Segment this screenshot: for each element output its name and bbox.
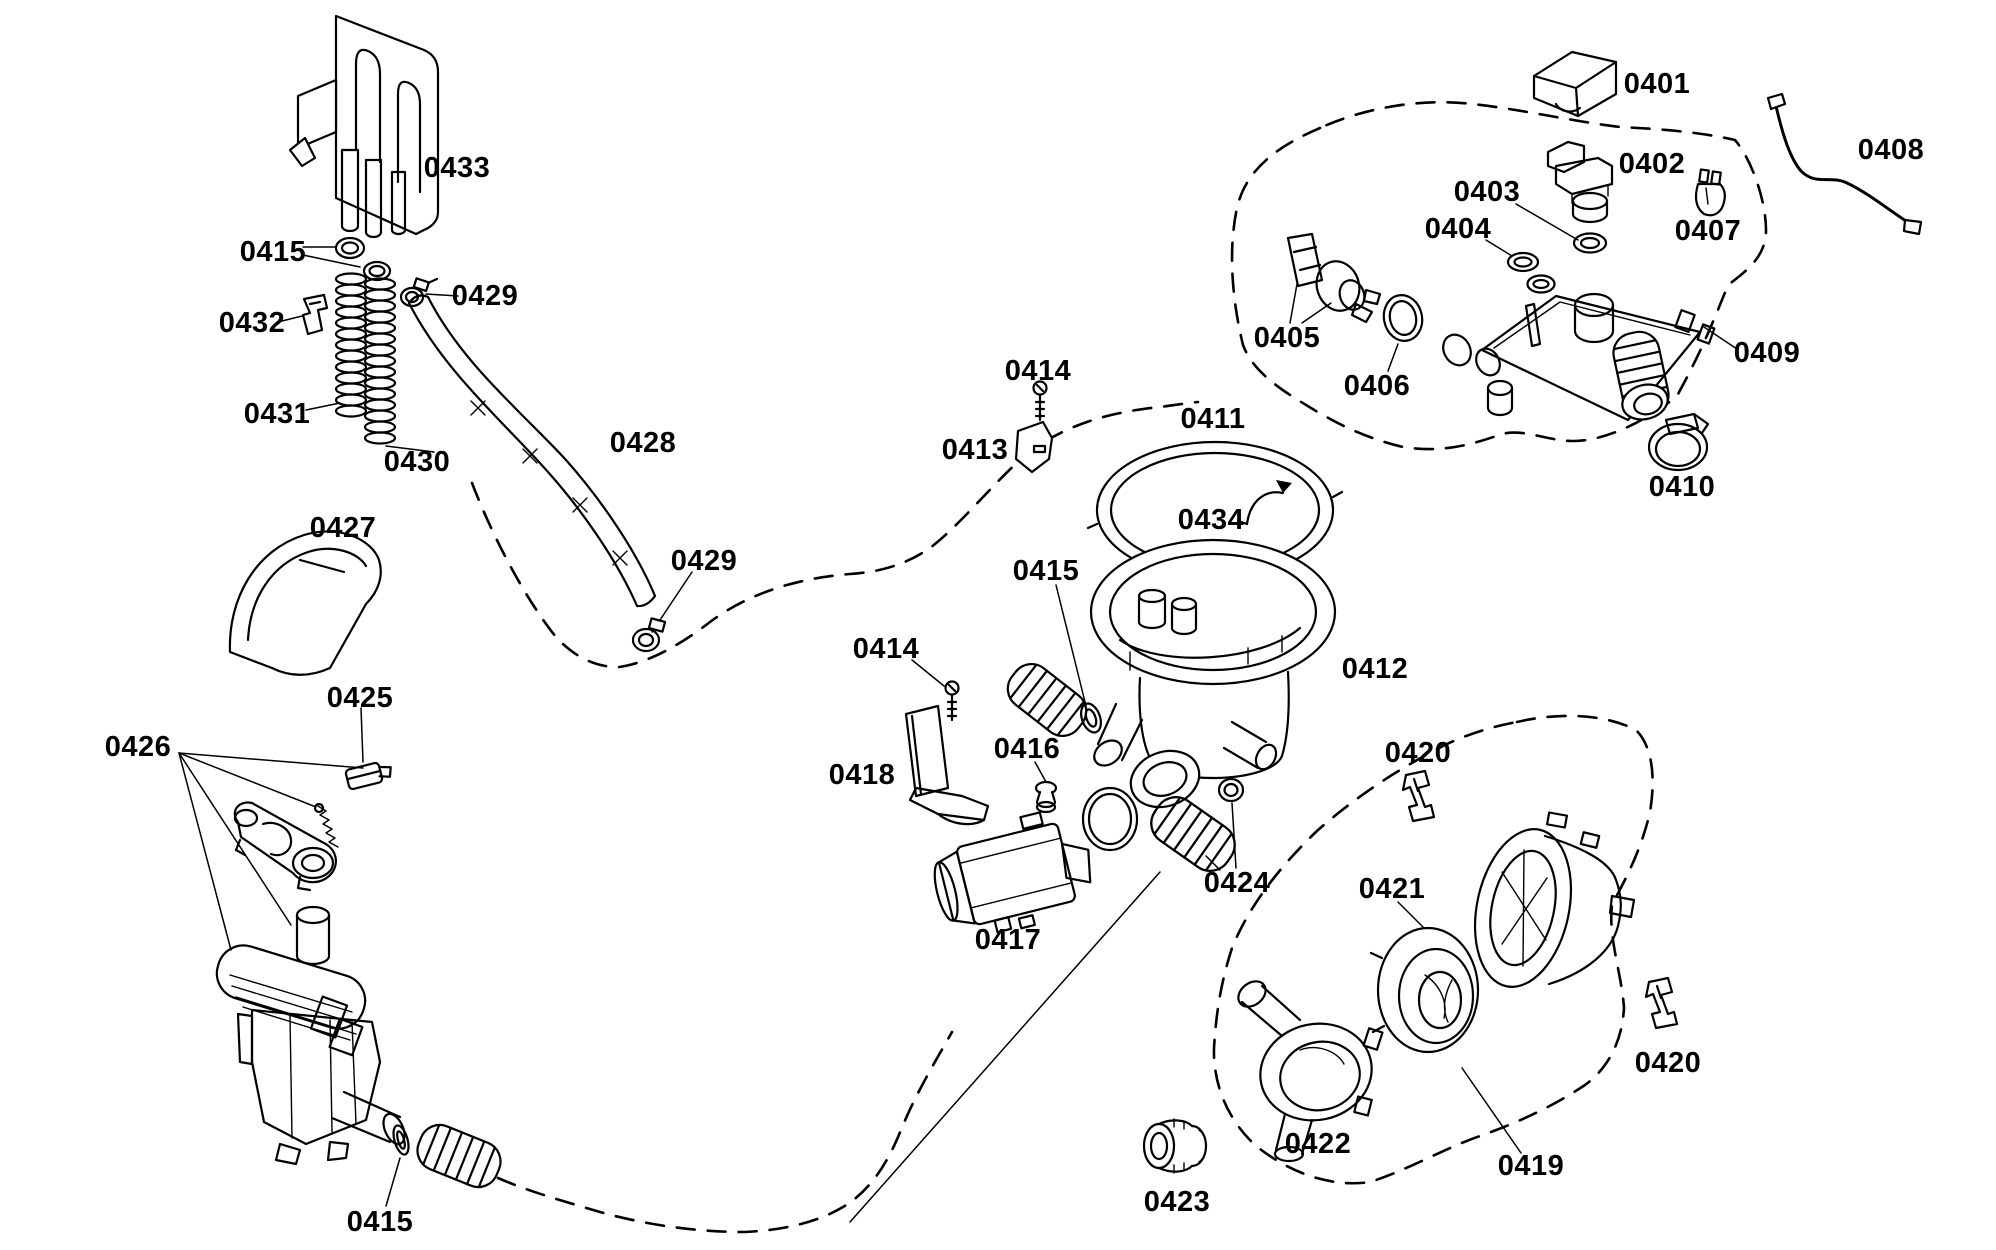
screw-0414-mid <box>944 680 960 722</box>
part-label-0432: 0432 <box>219 307 286 339</box>
hose-clamp-0429-mid <box>631 617 667 653</box>
part-label-0430: 0430 <box>384 446 451 478</box>
hose-clamp-0429-top <box>399 277 439 308</box>
part-label-0416: 0416 <box>994 733 1061 765</box>
coil-spring-0431 <box>334 272 368 418</box>
part-label-0421: 0421 <box>1359 873 1426 905</box>
part-label-0429-1: 0429 <box>452 280 519 312</box>
leader-lines <box>178 203 1738 1223</box>
drain-motor-0417 <box>933 811 1092 934</box>
part-label-0427: 0427 <box>310 512 377 544</box>
oring-pair-0415-top <box>334 236 392 282</box>
part-label-0401: 0401 <box>1624 68 1691 100</box>
screw-0414-top <box>1032 380 1048 422</box>
oring-large-center <box>1081 786 1139 852</box>
part-label-0403: 0403 <box>1454 176 1521 208</box>
part-label-0425: 0425 <box>327 682 394 714</box>
part-label-0414-1: 0414 <box>1005 355 1072 387</box>
heater-board-0409 <box>1442 292 1716 422</box>
pump-housing-0422 <box>1237 980 1384 1163</box>
part-label-0413: 0413 <box>942 434 1009 466</box>
clip-0420-top <box>1401 769 1436 823</box>
supply-hose-0428 <box>407 294 657 608</box>
labels: 0433 0415 0429 0432 0431 0430 0428 0429 … <box>105 68 1925 1238</box>
inlet-valve-0402 <box>1546 140 1614 224</box>
fuse-holder-0407 <box>1694 168 1726 217</box>
part-label-0433: 0433 <box>424 152 491 184</box>
part-label-0402: 0402 <box>1619 148 1686 180</box>
part-label-0409: 0409 <box>1734 337 1801 369</box>
part-label-0424: 0424 <box>1204 867 1271 899</box>
part-label-0420-1: 0420 <box>1385 737 1452 769</box>
part-label-0431: 0431 <box>244 398 311 430</box>
grommet-0423 <box>1142 1118 1208 1174</box>
dashed-region-motor-assembly <box>1212 714 1654 1185</box>
cover-0427 <box>228 530 382 676</box>
part-label-0415-1: 0415 <box>240 236 307 268</box>
flow-arrow-0434 <box>1236 480 1292 526</box>
part-label-0405: 0405 <box>1254 322 1321 354</box>
oring-0403 <box>1572 232 1608 254</box>
oring-0424 <box>1217 777 1245 803</box>
part-label-0411: 0411 <box>1181 403 1246 435</box>
part-label-0415-3: 0415 <box>1013 555 1080 587</box>
corrugated-hose-upper <box>998 654 1096 746</box>
part-label-0414-2: 0414 <box>853 633 920 665</box>
clip-0420-right <box>1644 976 1679 1030</box>
part-label-0428: 0428 <box>610 427 677 459</box>
hose-clamp-0410 <box>1647 412 1710 472</box>
coil-spring-0430 <box>363 277 397 445</box>
dashed-flow-curve-lower <box>496 1030 954 1234</box>
part-label-0420-2: 0420 <box>1635 1047 1702 1079</box>
clip-0413 <box>1014 420 1054 474</box>
grommet-0416 <box>1034 780 1058 814</box>
part-label-0410: 0410 <box>1649 471 1716 503</box>
lever-assembly-0426 <box>233 801 339 966</box>
part-label-0419: 0419 <box>1498 1150 1565 1182</box>
dashed-region-inlet-assembly <box>1230 101 1768 451</box>
retainer-clip-0432 <box>301 293 329 336</box>
part-label-0407: 0407 <box>1675 215 1742 247</box>
part-label-0406: 0406 <box>1344 370 1411 402</box>
thermostat-0405 <box>1286 232 1382 324</box>
part-label-0417: 0417 <box>975 924 1042 956</box>
part-label-0404: 0404 <box>1425 213 1492 245</box>
part-label-0423: 0423 <box>1144 1186 1211 1218</box>
part-label-0412: 0412 <box>1342 653 1409 685</box>
part-label-0422: 0422 <box>1285 1128 1352 1160</box>
part-label-0426: 0426 <box>105 731 172 763</box>
oring-0406 <box>1382 294 1424 342</box>
part-label-0415-2: 0415 <box>347 1206 414 1238</box>
wash-motor <box>1473 811 1636 988</box>
part-label-0429-2: 0429 <box>671 545 738 577</box>
impeller-cover-0421 <box>1369 926 1480 1054</box>
heater-bracket-0433 <box>288 14 440 239</box>
wire-harness-0408 <box>1766 92 1923 236</box>
part-label-0434: 0434 <box>1178 504 1245 536</box>
sump-0412 <box>1089 538 1337 809</box>
orings-0404 <box>1506 251 1556 294</box>
bracket-0425 <box>344 761 392 791</box>
drain-pump-body-0426 <box>215 944 508 1195</box>
dashed-flow-curve-upper <box>470 400 1200 669</box>
mount-bracket-0418 <box>904 704 990 826</box>
part-label-0408: 0408 <box>1858 134 1925 166</box>
part-label-0418: 0418 <box>829 759 896 791</box>
junction-box-0401 <box>1532 50 1618 118</box>
